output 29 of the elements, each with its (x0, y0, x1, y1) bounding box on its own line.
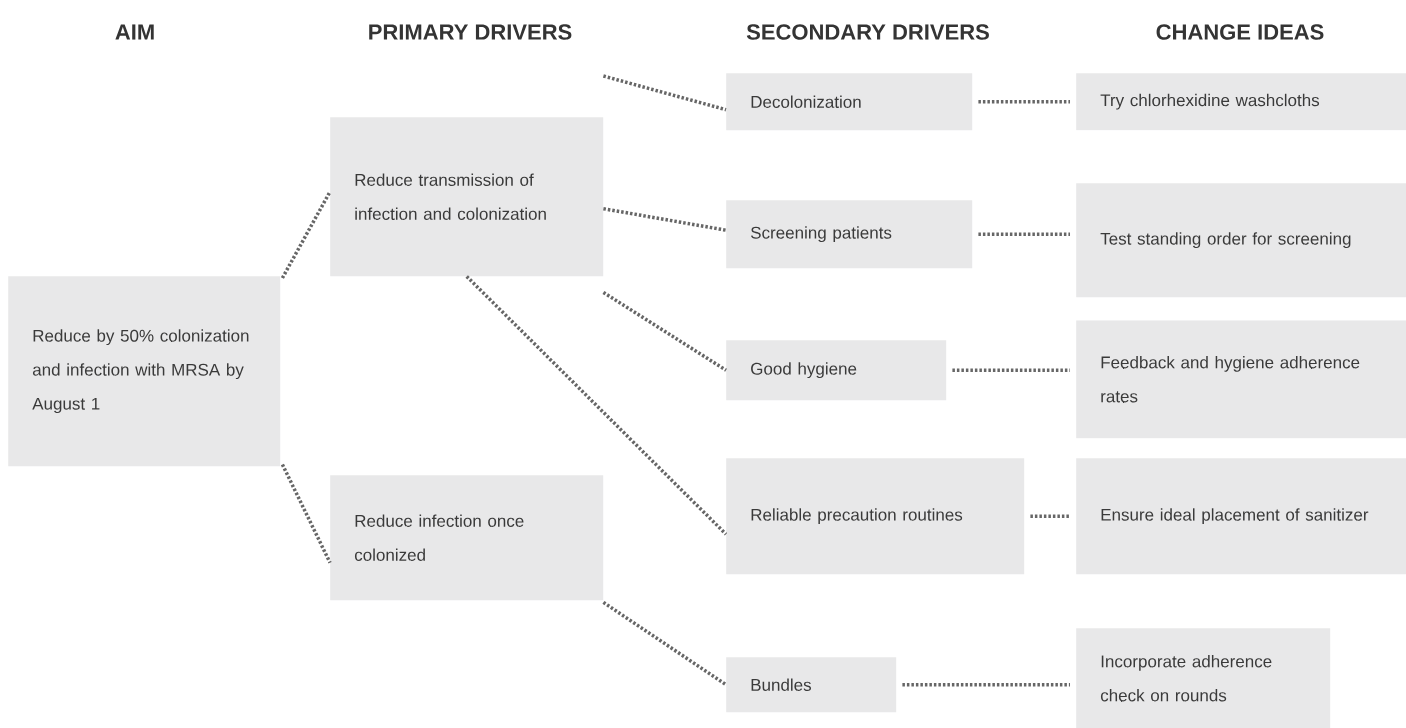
driver-box: Reduce by 50% colonization and infection with MRSA by August 1 (8, 276, 281, 467)
driver-box: Good hygiene (726, 340, 947, 401)
dotted-connector (602, 74, 727, 112)
driver-box: Incorporate adherence check on rounds (1076, 628, 1331, 728)
dotted-connector (603, 206, 727, 232)
column-heading: SECONDARY DRIVERS (746, 24, 989, 40)
dotted-connector (602, 290, 727, 372)
dotted-connector (978, 232, 1070, 236)
driver-box: Reliable precaution routines (726, 458, 1025, 575)
dotted-connector (902, 682, 1070, 687)
dotted-connector (1030, 514, 1070, 518)
driver-box: Reduce infection once colonized (330, 475, 604, 601)
dotted-connector (602, 600, 727, 687)
dotted-connector (978, 99, 1070, 104)
driver-box: Ensure ideal placement of sanitizer (1076, 458, 1406, 575)
driver-box: Screening patients (726, 200, 973, 269)
dotted-connector (280, 190, 332, 279)
column-heading: PRIMARY DRIVERS (369, 24, 572, 40)
driver-box: Decolonization (726, 73, 973, 131)
column-heading: AIM (115, 24, 154, 40)
driver-box: Reduce transmission of infection and colonization (330, 117, 604, 277)
dotted-connector (465, 275, 728, 536)
driver-box: Try chlorhexidine washcloths (1076, 73, 1406, 131)
column-heading: CHANGE IDEAS (1156, 24, 1324, 40)
dotted-connector (280, 463, 332, 564)
driver-box: Test standing order for screening (1076, 183, 1406, 298)
dotted-connector (952, 368, 1070, 372)
driver-box: Feedback and hygiene adherence rates (1076, 320, 1406, 439)
driver-box: Bundles (726, 657, 897, 713)
